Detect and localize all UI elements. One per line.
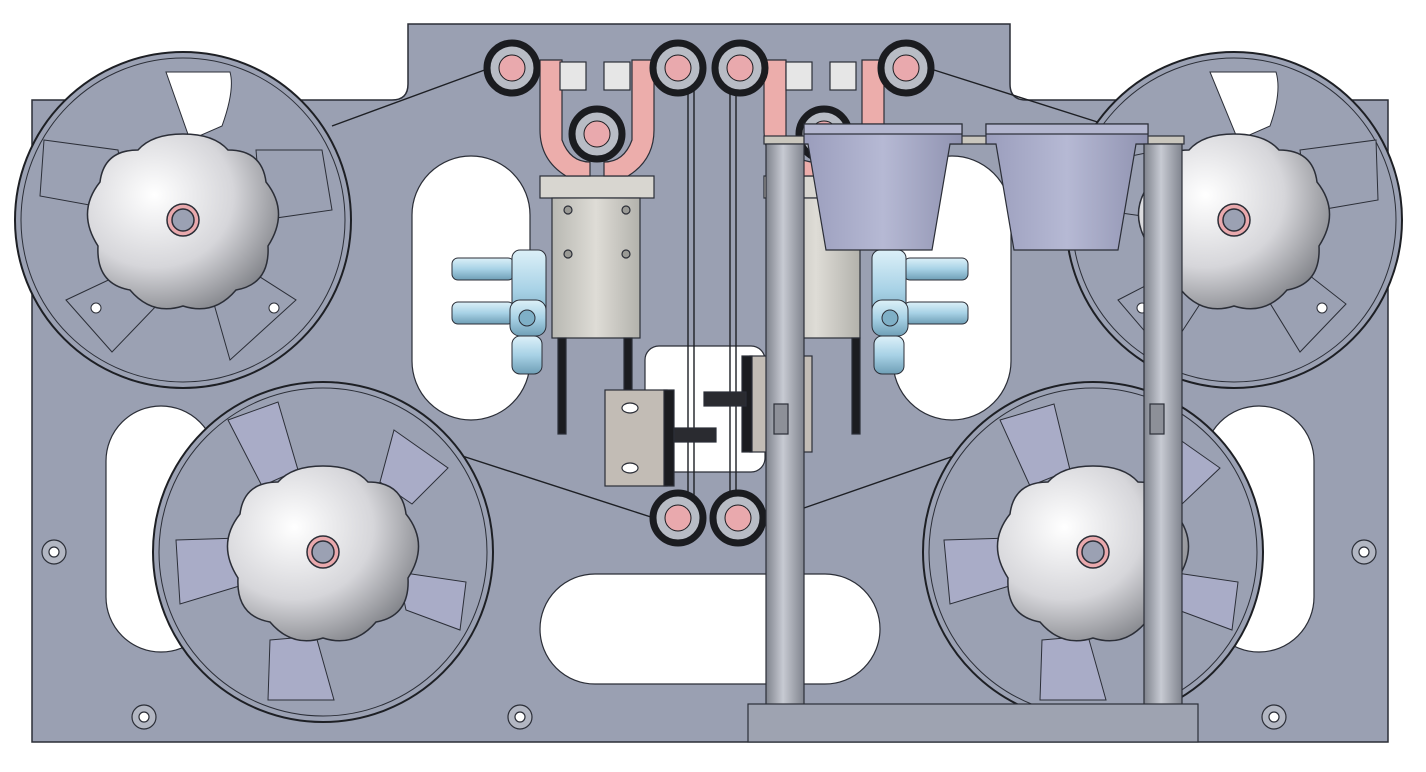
mounting-hole-icon [41,539,1377,730]
knob-icon [86,133,280,310]
support-frame [747,123,1199,743]
fitting-icon [871,249,969,375]
fitting-icon [451,249,547,375]
pulley-icon [483,39,935,547]
gripper-icon [539,59,655,435]
knob-icon [226,465,420,642]
